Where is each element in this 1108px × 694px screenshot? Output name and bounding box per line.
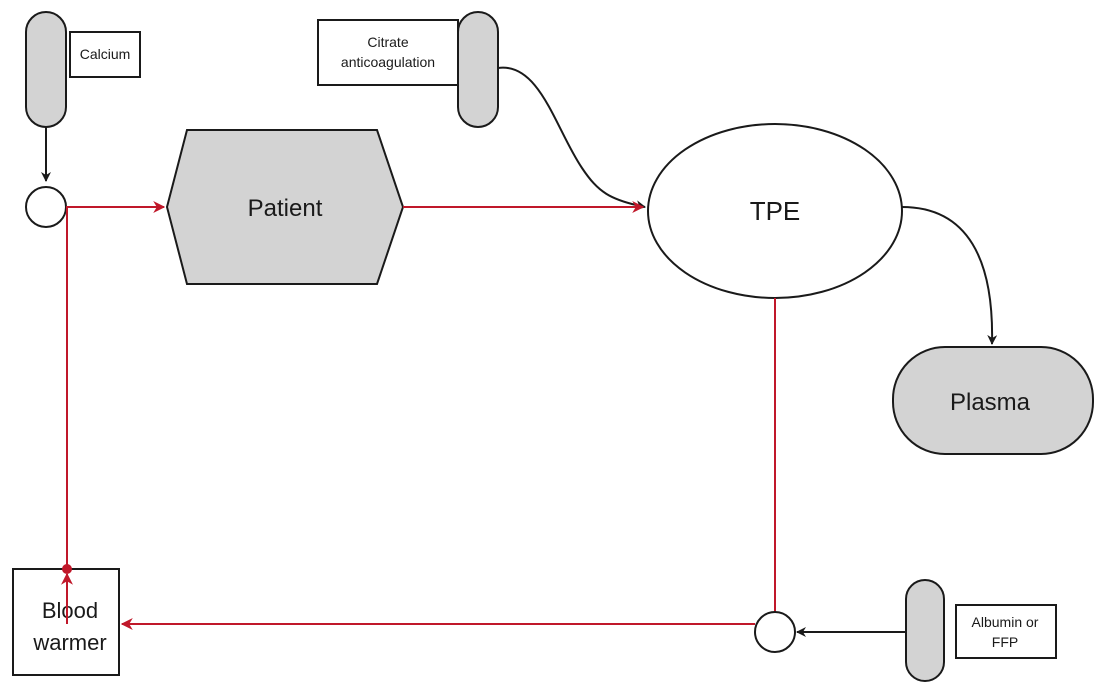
blood-warmer-label-line1: Blood [42,598,98,623]
citrate-label-line2: anticoagulation [341,54,435,70]
albumin-label-box [955,604,1057,659]
citrate-container [457,11,499,128]
calcium-label-box [69,31,141,78]
citrate-to-tpe-arrow [497,66,646,211]
albumin-label-line1: Albumin or [972,614,1039,630]
blood-warmer-label-line2: warmer [32,630,106,655]
patient-label: Patient [248,195,323,222]
albumin-container [905,579,945,682]
calcium-label: Calcium [80,46,131,62]
warmer-outlet-dot [62,564,72,574]
patient-node [165,129,405,285]
calcium-container [25,11,67,128]
albumin-label-line2: FFP [992,634,1018,650]
return-junction [754,611,796,653]
citrate-label-line1: Citrate [367,34,408,50]
calcium-junction [25,186,67,228]
tpe-to-plasma-arrow [901,206,998,345]
plasma-label: Plasma [950,389,1031,416]
citrate-label-box [317,19,459,86]
plasma-node [892,346,1094,455]
tpe-label: TPE [750,196,801,226]
